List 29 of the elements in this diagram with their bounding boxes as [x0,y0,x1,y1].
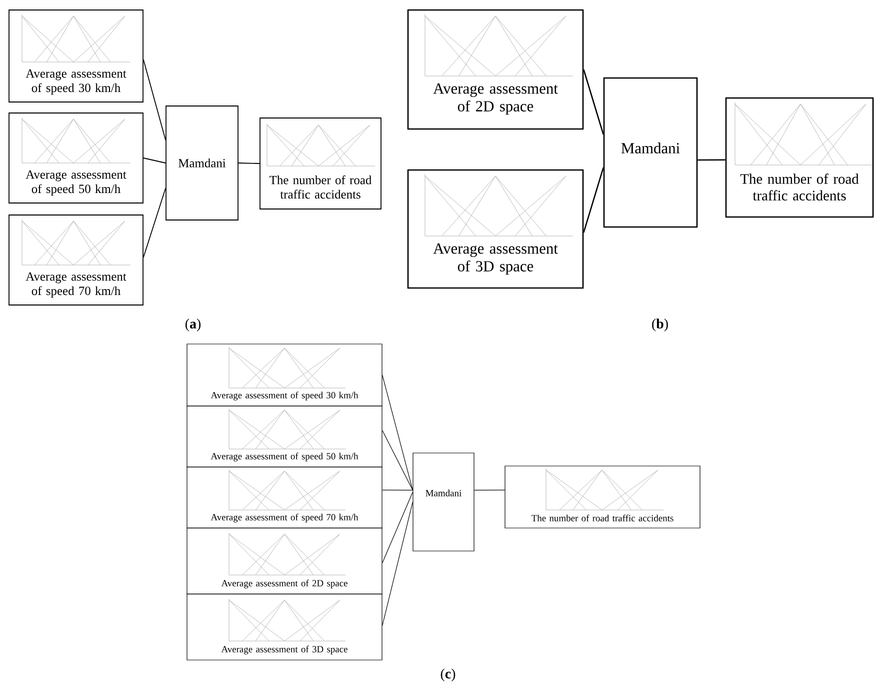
connector-line [382,374,413,490]
fuzzy-set-box: Average assessment of speed 50 km/h [186,406,382,468]
fuzzy-set-box: The number of road traffic accidents [725,97,874,218]
connector-line [143,158,166,164]
connector-line [382,430,413,490]
fuzzy-set-box: Average assessment of 3D space [186,594,382,660]
fuzzy-set-box: The number of road traffic accidents [260,118,382,210]
connector-line [238,162,260,164]
fuzzy-set-box: Average assessment of 2D space [186,528,382,594]
fuzzy-set-box: Average assessment of speed 70 km/h [8,214,144,306]
fuzzy-set-box: The number of road traffic accidents [504,466,700,528]
fuzzy-set-box: Average assessment of speed 30 km/h [186,344,382,406]
fuzzy-set-box: Average assessment of 2D space [407,9,584,130]
connector-line [143,59,166,140]
fuzzy-set-box: Average assessment of speed 30 km/h [8,10,144,102]
connector-line [583,167,604,233]
connector-line [583,69,604,135]
fuzzy-set-box: Average assessment of speed 70 km/h [186,466,382,528]
fuzzy-set-box: Average assessment of speed 50 km/h [8,112,144,204]
inference-box: Mamdani [412,452,474,552]
connector-line [382,492,413,564]
connector-line [698,159,726,161]
panel-label: (c) [440,668,456,682]
connector-line [143,188,166,258]
connector-line [382,502,413,626]
fuzzy-set-box: Average assessment of 3D space [407,169,584,289]
panel-label: (b) [652,318,668,332]
inference-box: Mamdani [603,77,698,228]
inference-box: Mamdani [166,106,238,220]
